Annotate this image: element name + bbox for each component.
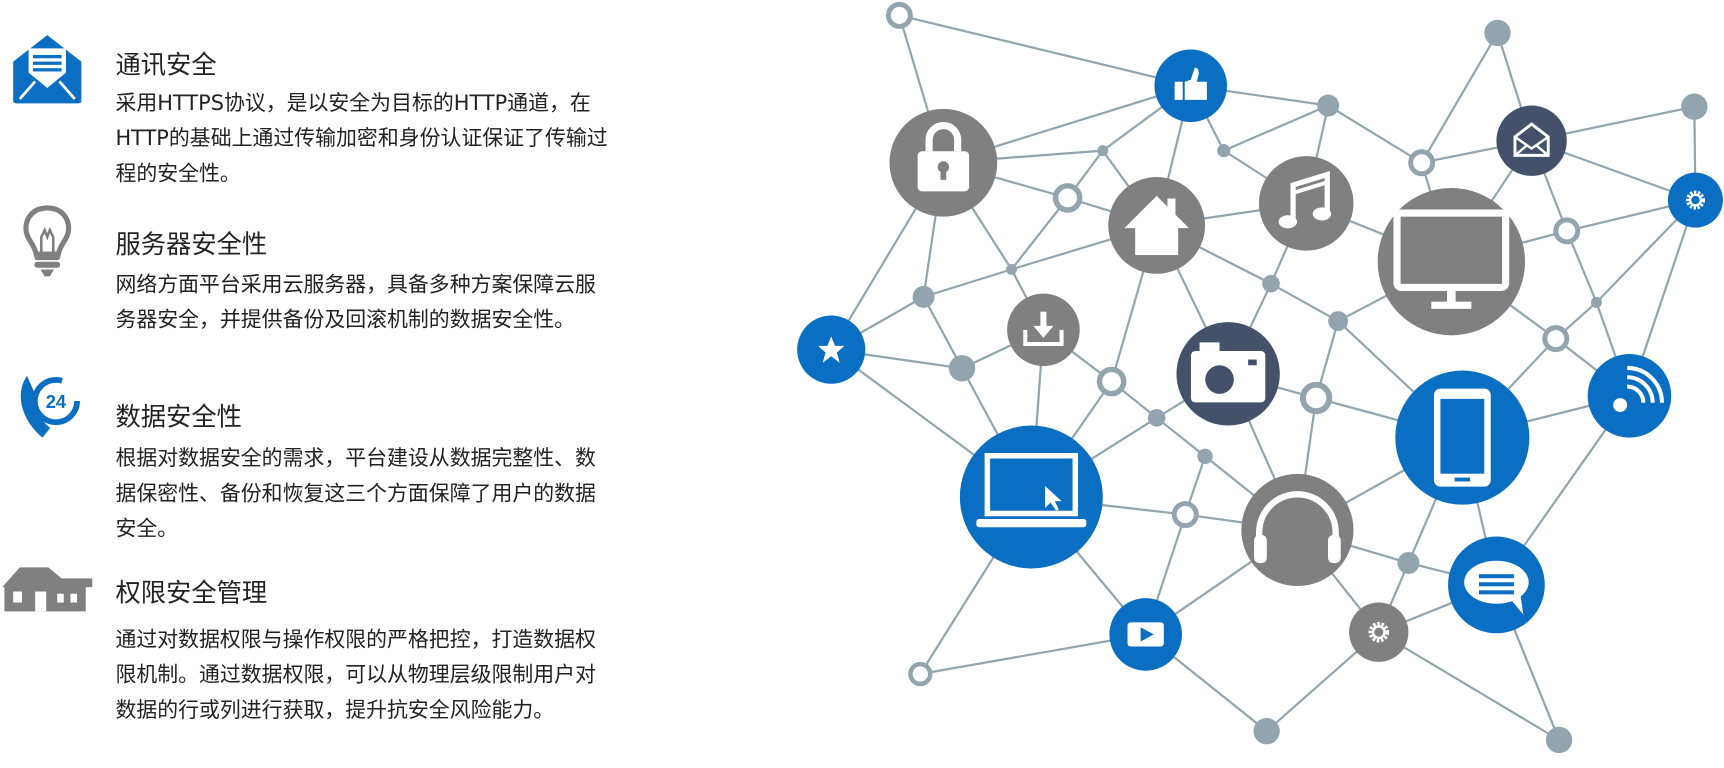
- dot-node: [1484, 19, 1511, 47]
- feature-title: 数据安全性: [115, 403, 242, 433]
- lightbulb-icon: [23, 205, 72, 277]
- ring-node: [1299, 381, 1333, 415]
- gear-icon: [1667, 172, 1723, 228]
- dot-node: [912, 285, 935, 308]
- monitor-icon: [1377, 188, 1526, 336]
- home-icon: [1108, 177, 1206, 274]
- dot-node: [1217, 144, 1231, 158]
- ring-node: [885, 1, 913, 29]
- dot-node: [1147, 409, 1166, 427]
- text-line: 数据的行或列进行获取，提升抗安全风险能力。: [115, 698, 555, 723]
- lock-icon: [889, 108, 998, 217]
- feature-title: 权限安全管理: [115, 579, 268, 609]
- dot-node: [1328, 311, 1348, 331]
- dot-node: [1545, 726, 1573, 754]
- video-play-icon: [1109, 598, 1182, 671]
- text-line: 据保密性、备份和恢复这三个方面保障了用户的数据: [115, 481, 596, 506]
- ring-node: [1096, 366, 1127, 397]
- connection-line: [1270, 282, 1339, 323]
- camera-icon: [1176, 322, 1280, 426]
- envelope-icon: [13, 35, 82, 104]
- download-icon: [1007, 293, 1080, 367]
- text-line: 程的安全性。: [115, 161, 241, 186]
- dot-node: [1590, 296, 1602, 308]
- ring-node: [1542, 325, 1570, 353]
- connection-line: [1155, 416, 1206, 458]
- text-line: 采用HTTPS协议，是以安全为目标的HTTP通道，在: [115, 91, 591, 116]
- ring-node: [1052, 183, 1083, 213]
- feature-description: 通过对数据权限与操作权限的严格把控，打造数据权 限机制。通过数据权限，可以从物理…: [115, 622, 595, 728]
- star-icon: [797, 315, 866, 384]
- feature-title: 通讯安全: [115, 51, 217, 81]
- email-icon: [1496, 105, 1567, 176]
- connection-line: [923, 268, 1012, 298]
- text-line: HTTP的基础上通过传输加密和身份认证保证了传输过: [115, 126, 608, 151]
- ring-node: [908, 661, 933, 687]
- laptop-icon: [959, 425, 1103, 569]
- dot-node: [1006, 263, 1018, 275]
- feature-description: 根据对数据安全的需求，平台建设从数据完整性、数 据保密性、备份和恢复这三个方面保…: [115, 441, 595, 547]
- music-icon: [1258, 156, 1354, 251]
- connection-line: [1378, 631, 1560, 741]
- connection-line: [922, 296, 964, 369]
- ring-node: [1171, 501, 1199, 529]
- feature-title: 服务器安全性: [115, 230, 268, 260]
- dot-node: [1253, 717, 1280, 745]
- connection-line: [1420, 32, 1499, 164]
- headphones-icon: [1241, 473, 1354, 587]
- text-line: 通过对数据权限与操作权限的严格把控，打造数据权: [115, 627, 596, 653]
- ring-node: [1408, 149, 1436, 177]
- ring-node: [1553, 217, 1581, 245]
- text-line: 限机制。通过数据权限，可以从物理层级限制用户对: [115, 662, 596, 688]
- dot-node: [948, 355, 976, 382]
- chat-icon: [1448, 536, 1545, 634]
- feature-description: 网络方面平台采用云服务器，具备多种方案保障云服 务器安全，并提供备份及回滚机制的…: [115, 267, 595, 337]
- smartphone-icon: [1395, 370, 1530, 505]
- dot-node: [1681, 93, 1708, 120]
- text-line: 安全。: [115, 516, 179, 541]
- gear-icon: [1349, 602, 1409, 662]
- house-icon: [2, 567, 93, 612]
- dot-node: [1317, 94, 1340, 117]
- thumbs-up-icon: [1154, 49, 1228, 123]
- icon-text: 24: [46, 391, 67, 412]
- dot-node: [1397, 551, 1420, 574]
- text-line: 务器安全，并提供备份及回滚机制的数据安全性。: [115, 307, 576, 333]
- phone-24-icon: 24: [20, 376, 80, 438]
- connection-line: [899, 14, 1192, 87]
- dot-node: [1097, 145, 1109, 157]
- feature-description: 采用HTTPS协议，是以安全为目标的HTTP通道，在 HTTP的基础上通过传输加…: [115, 86, 607, 192]
- connection-line: [1223, 104, 1329, 152]
- connection-line: [920, 633, 1146, 676]
- connection-line: [1010, 197, 1069, 271]
- text-line: 网络方面平台采用云服务器，具备多种方案保障云服: [115, 272, 596, 297]
- dot-node: [1262, 274, 1280, 293]
- dot-node: [1197, 448, 1213, 464]
- text-line: 根据对数据安全的需求，平台建设从数据完整性、数: [115, 446, 596, 471]
- connection-line: [1327, 104, 1423, 164]
- wifi-icon: [1587, 354, 1672, 438]
